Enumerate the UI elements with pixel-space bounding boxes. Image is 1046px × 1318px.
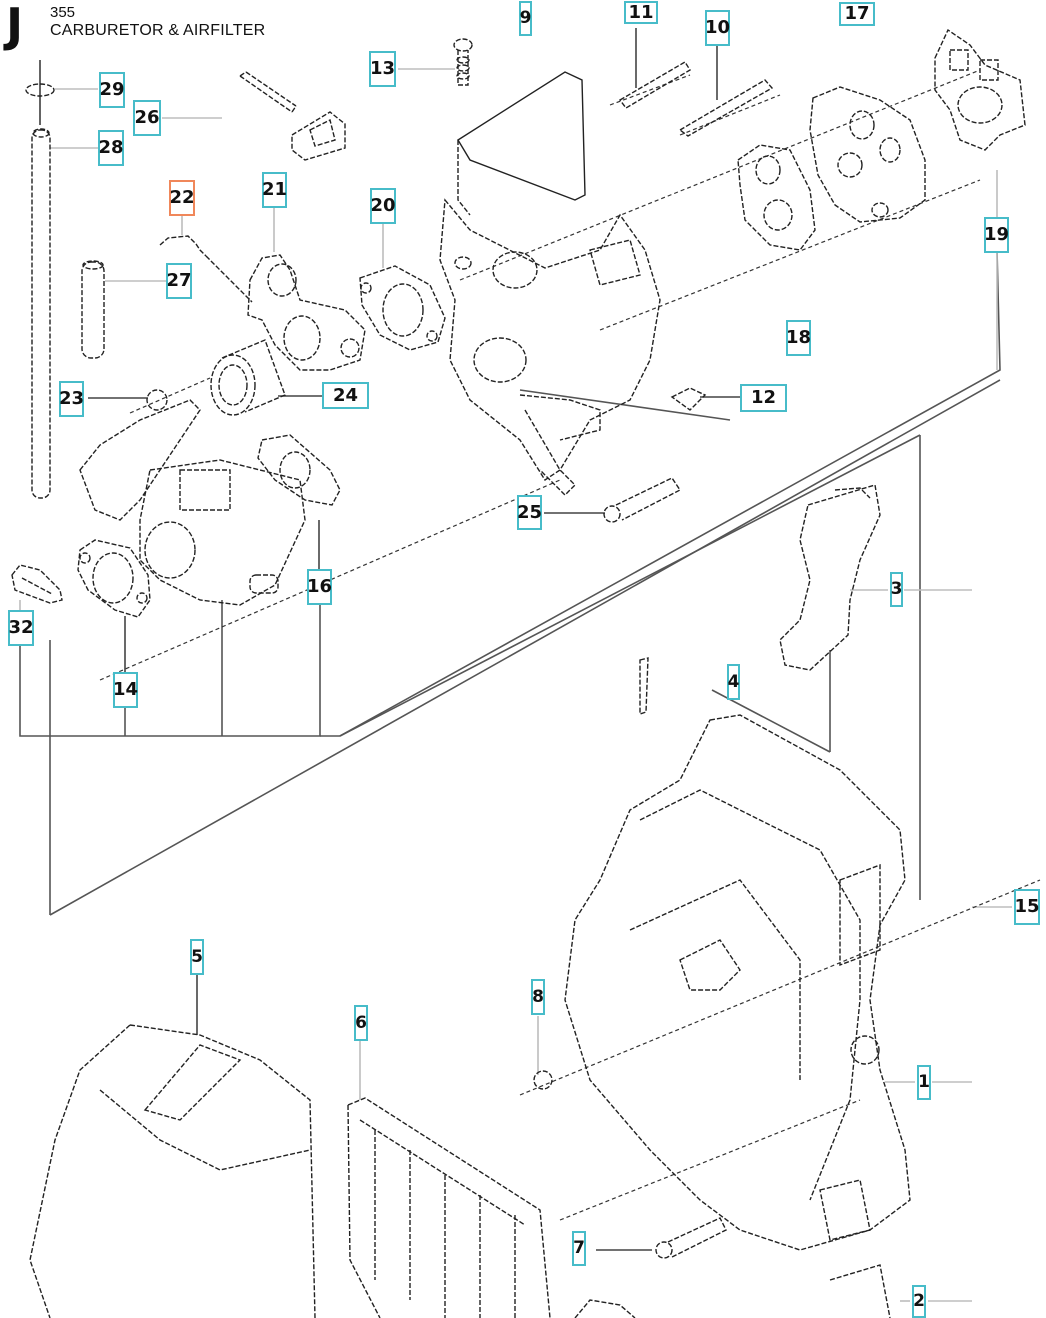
leader-lines	[19, 28, 1012, 1302]
part-gasket-14	[77, 539, 151, 618]
section-letter: J	[6, 0, 24, 52]
callout-15[interactable]: 15	[1014, 889, 1040, 925]
callout-25[interactable]: 25	[517, 495, 542, 530]
part-intake-flange-18	[737, 86, 926, 251]
callout-12[interactable]: 12	[740, 384, 787, 412]
callout-20[interactable]: 20	[370, 188, 396, 224]
callout-26[interactable]: 26	[133, 100, 161, 136]
part-carburetor-housing-9	[439, 71, 661, 496]
part-carburetor-16	[79, 399, 306, 606]
part-gasket-19	[934, 28, 1026, 151]
model-number: 355	[50, 4, 76, 21]
callout-21[interactable]: 21	[262, 172, 287, 208]
callout-23[interactable]: 23	[59, 381, 84, 417]
callout-7[interactable]: 7	[572, 1231, 586, 1266]
callout-29[interactable]: 29	[99, 72, 125, 108]
callout-10[interactable]: 10	[705, 10, 730, 46]
callout-11[interactable]: 11	[624, 1, 658, 24]
part-latch-2	[574, 1299, 636, 1318]
part-bolt-10	[678, 79, 774, 137]
callout-5[interactable]: 5	[190, 939, 204, 975]
section-title: CARBURETOR & AIRFILTER	[50, 22, 266, 39]
part-control-rod-26	[239, 71, 346, 161]
bracket-lines	[19, 249, 1001, 916]
callout-3[interactable]: 3	[890, 572, 903, 607]
callout-19[interactable]: 19	[984, 217, 1009, 253]
part-air-filter-6	[347, 1097, 551, 1318]
callout-27[interactable]: 27	[166, 263, 192, 299]
callout-18[interactable]: 18	[786, 320, 811, 356]
part-fuel-filter-32	[11, 564, 63, 604]
part-gasket-16	[257, 434, 341, 506]
part-screw-25	[603, 477, 682, 523]
part-screw-7	[655, 1217, 727, 1259]
callout-2[interactable]: 2	[912, 1285, 926, 1318]
callout-32[interactable]: 32	[8, 610, 34, 646]
callout-17[interactable]: 17	[839, 2, 875, 26]
part-pin-27	[81, 260, 105, 359]
callout-1[interactable]: 1	[917, 1065, 931, 1100]
part-nut-23	[146, 389, 168, 411]
part-gasket-20	[359, 265, 446, 351]
callout-4[interactable]: 4	[727, 664, 740, 700]
part-bracket-3	[779, 484, 881, 671]
assembly-axes	[99, 69, 1041, 1221]
part-screw-13	[453, 38, 473, 86]
part-nut-8	[533, 1070, 553, 1090]
part-intake-boot-24	[210, 339, 286, 416]
diagram-header: J 355 CARBURETOR & AIRFILTER	[0, 0, 320, 50]
callout-8[interactable]: 8	[531, 979, 545, 1015]
callout-16[interactable]: 16	[307, 569, 332, 605]
part-air-filter-housing-1	[564, 714, 911, 1318]
callout-6[interactable]: 6	[354, 1005, 368, 1041]
callout-14[interactable]: 14	[113, 672, 138, 708]
callout-28[interactable]: 28	[98, 130, 124, 166]
part-cylinder-cover-5	[29, 1024, 316, 1318]
part-carburetor-body-21	[247, 254, 366, 371]
part-nut-12	[670, 387, 707, 411]
callout-24[interactable]: 24	[322, 382, 369, 409]
callout-22-selected[interactable]: 22	[169, 180, 195, 216]
callout-9[interactable]: 9	[519, 1, 532, 36]
part-throttle-rod-28	[31, 128, 51, 499]
part-lock-nut-29	[25, 60, 55, 125]
part-bolt-11	[618, 61, 691, 109]
part-seal-4	[639, 657, 649, 715]
callout-13[interactable]: 13	[369, 51, 396, 87]
part-clip-22	[159, 235, 253, 303]
